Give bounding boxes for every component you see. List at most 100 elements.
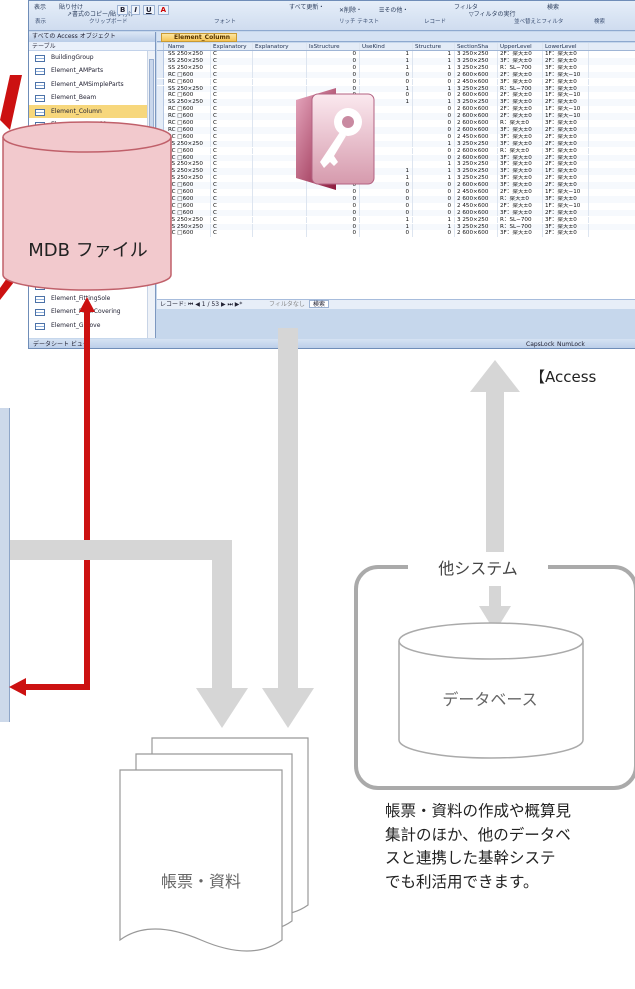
table-cell[interactable]: C (211, 126, 253, 134)
table-cell[interactable]: 0 (307, 189, 360, 196)
table-cell[interactable]: SS 250×250 (166, 51, 211, 58)
table-cell[interactable]: C (211, 230, 253, 238)
table-cell[interactable]: RC □600 (166, 230, 211, 238)
table-cell[interactable] (253, 85, 307, 93)
row-selector[interactable] (157, 78, 164, 86)
table-cell[interactable]: SS 250×250 (166, 168, 211, 176)
table-cell[interactable]: 0 (307, 230, 360, 238)
table-cell[interactable]: 1 (360, 223, 413, 231)
table-cell[interactable]: C (211, 57, 253, 65)
table-cell[interactable]: 1 (413, 99, 455, 107)
table-cell[interactable]: C (211, 78, 253, 86)
nav-table-item[interactable]: Element_Column (29, 104, 155, 118)
table-cell[interactable]: 0 (360, 71, 413, 79)
table-cell[interactable]: C (211, 85, 253, 93)
table-cell[interactable]: 0 (307, 195, 360, 203)
table-cell[interactable]: C (211, 223, 253, 231)
table-cell[interactable]: 3F：梁天±0 (498, 57, 543, 65)
table-cell[interactable]: 0 (307, 223, 360, 231)
table-cell[interactable]: C (211, 154, 253, 162)
table-cell[interactable]: 3 250×250 (455, 99, 498, 107)
table-cell[interactable] (253, 216, 307, 224)
table-cell[interactable]: 2F：梁天±0 (498, 202, 543, 210)
table-cell[interactable]: C (211, 175, 253, 182)
table-cell[interactable]: 2 600×600 (455, 195, 498, 203)
table-cell[interactable]: 0 (360, 78, 413, 86)
table-cell[interactable]: 0 (413, 133, 455, 141)
table-cell[interactable]: 1 (413, 140, 455, 148)
row-selector[interactable] (157, 92, 164, 100)
table-cell[interactable]: 3F：梁天±0 (498, 99, 543, 107)
table-cell[interactable]: 3F：梁天±0 (498, 154, 543, 162)
table-cell[interactable]: 1 (413, 57, 455, 65)
table-cell[interactable]: 1 (413, 64, 455, 72)
table-cell[interactable]: C (211, 195, 253, 203)
table-cell[interactable] (253, 223, 307, 231)
table-cell[interactable]: 2 450×600 (455, 202, 498, 210)
table-cell[interactable]: 3F：梁天±0 (543, 147, 589, 155)
table-cell[interactable]: RC □600 (166, 147, 211, 155)
table-cell[interactable]: 1 (413, 175, 455, 182)
table-cell[interactable] (360, 133, 413, 141)
table-cell[interactable]: 2 600×600 (455, 71, 498, 79)
table-cell[interactable]: 3F：梁天±0 (498, 133, 543, 141)
table-cell[interactable]: 3F：梁天±0 (543, 216, 589, 224)
table-cell[interactable]: 1F：梁天−10 (543, 202, 589, 210)
table-cell[interactable]: 0 (360, 92, 413, 100)
table-cell[interactable]: 3F：梁天±0 (498, 230, 543, 238)
bold-button[interactable]: B (117, 5, 129, 15)
table-cell[interactable]: 0 (413, 182, 455, 189)
table-cell[interactable]: 2F：梁天±0 (543, 230, 589, 238)
table-cell[interactable]: 0 (360, 230, 413, 238)
table-cell[interactable]: 1F：梁天±0 (543, 51, 589, 58)
table-cell[interactable]: 2 450×600 (455, 189, 498, 196)
table-cell[interactable]: C (211, 209, 253, 217)
table-cell[interactable]: R：梁天±0 (498, 147, 543, 155)
table-cell[interactable]: 1 (360, 168, 413, 176)
table-cell[interactable]: 3F：梁天±0 (543, 120, 589, 127)
ribbon-apply-filter[interactable]: ▽フィルタの実行 (469, 11, 516, 18)
table-cell[interactable]: C (211, 216, 253, 224)
table-cell[interactable]: 0 (307, 216, 360, 224)
table-cell[interactable]: 0 (413, 120, 455, 127)
table-cell[interactable]: 2 450×600 (455, 133, 498, 141)
table-cell[interactable]: 3F：梁天±0 (498, 140, 543, 148)
row-selector[interactable] (157, 85, 164, 93)
table-cell[interactable]: 3 250×250 (455, 223, 498, 231)
table-cell[interactable]: 3F：梁天±0 (498, 209, 543, 217)
table-cell[interactable]: R：SL−700 (498, 216, 543, 224)
table-cell[interactable]: 2 600×600 (455, 154, 498, 162)
table-cell[interactable]: 2F：梁天±0 (543, 133, 589, 141)
table-cell[interactable]: C (211, 113, 253, 120)
table-cell[interactable]: C (211, 189, 253, 196)
table-cell[interactable]: C (211, 202, 253, 210)
table-cell[interactable]: RC □600 (166, 92, 211, 100)
table-cell[interactable] (253, 57, 307, 65)
table-cell[interactable]: C (211, 161, 253, 169)
nav-table-item[interactable]: BuildingGroup (29, 51, 155, 64)
table-cell[interactable]: C (211, 51, 253, 58)
table-cell[interactable]: 1F：梁天−10 (543, 71, 589, 79)
table-cell[interactable]: 0 (413, 113, 455, 120)
row-selector[interactable] (157, 57, 164, 65)
nav-table-item[interactable]: Element_Groove (29, 319, 155, 332)
table-cell[interactable]: 0 (307, 78, 360, 86)
table-cell[interactable] (253, 195, 307, 203)
nav-pane-title[interactable]: すべての Access オブジェクト (29, 32, 155, 42)
table-cell[interactable]: R：SL−700 (498, 64, 543, 72)
table-cell[interactable]: 3F：梁天±0 (543, 64, 589, 72)
table-cell[interactable]: SS 250×250 (166, 140, 211, 148)
table-cell[interactable]: SS 250×250 (166, 85, 211, 93)
ribbon-refresh-command[interactable]: すべて更新・ (289, 4, 325, 11)
table-cell[interactable]: 0 (360, 182, 413, 189)
table-cell[interactable]: C (211, 133, 253, 141)
table-cell[interactable] (253, 78, 307, 86)
table-cell[interactable]: RC □600 (166, 154, 211, 162)
table-cell[interactable]: RC □600 (166, 182, 211, 189)
table-cell[interactable]: 0 (413, 202, 455, 210)
